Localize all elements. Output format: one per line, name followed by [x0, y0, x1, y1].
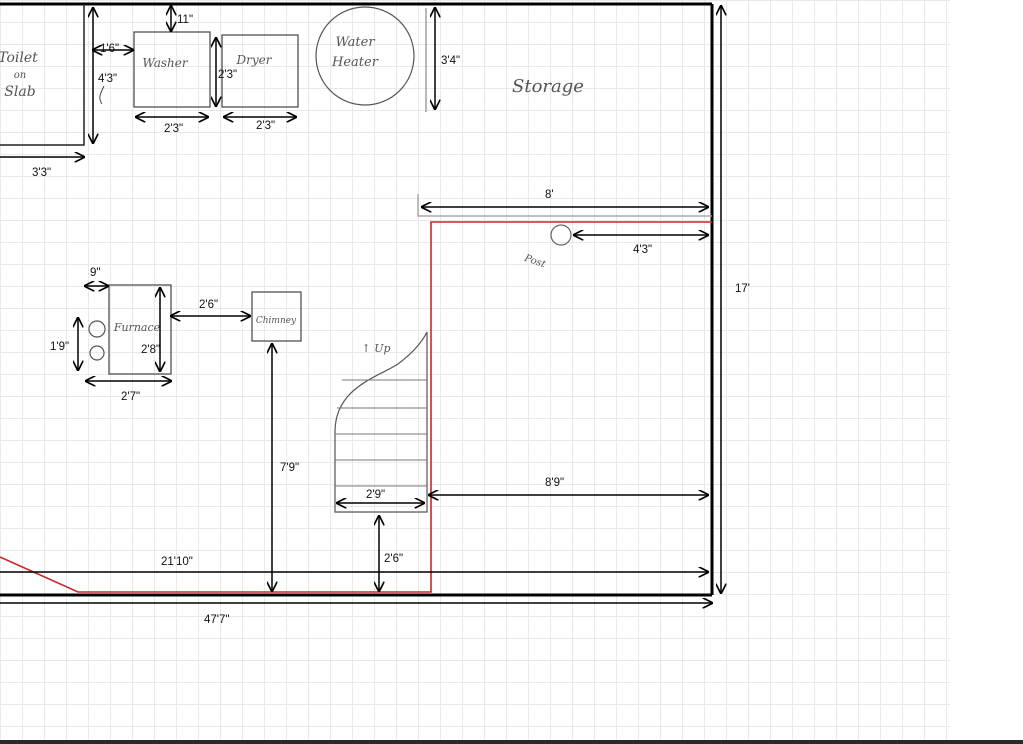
dim-washer-depth: 2'3" [218, 69, 237, 81]
dim-toilet-height: 4'3" [98, 73, 117, 85]
furnace-burner-1 [88, 320, 106, 338]
dim-dryer-width: 2'3" [256, 120, 275, 132]
toilet-room-wall [0, 4, 85, 146]
storage-label: Storage [512, 76, 584, 97]
storage-partition [417, 194, 712, 217]
toilet-curved-arrow [99, 85, 105, 105]
dim-toilet-gap: 1'6" [100, 43, 119, 55]
dim-stair-width: 2'9" [366, 489, 385, 501]
dimension-lines [0, 6, 721, 603]
post-label: Post [522, 252, 548, 270]
dim-inner-length: 21'10" [161, 556, 193, 568]
dim-chimney-drop: 7'9" [280, 462, 299, 474]
stairs-up-label: ↑ Up [361, 342, 390, 355]
chimney-label: Chimney [256, 316, 297, 326]
dim-washer-width: 2'3" [164, 123, 183, 135]
scan-edge [0, 740, 1023, 744]
red-boundary-line [0, 221, 712, 593]
dryer-label: Dryer [236, 53, 273, 67]
toilet-label-line-3: Slab [4, 84, 35, 100]
washer-label: Washer [142, 56, 188, 70]
dim-furnace-side-gap: 9" [90, 267, 100, 279]
water-heater-label-2: Heater [331, 55, 379, 70]
dim-furnace-width: 2'7" [121, 391, 140, 403]
dim-heater-gap: 3'4" [441, 55, 460, 67]
dim-toilet-width: 3'3" [32, 167, 51, 179]
chimney-box [251, 291, 302, 342]
post-circle [550, 224, 572, 246]
dim-furnace-side: 1'9" [50, 341, 69, 353]
dim-furnace-depth: 2'8" [141, 344, 160, 356]
toilet-label-line-2: on [14, 70, 26, 81]
dim-furnace-gap: 2'6" [199, 299, 218, 311]
dim-washer-top-gap: 11" [177, 14, 193, 26]
dim-total-length: 47'7" [204, 614, 229, 626]
dryer-box [221, 34, 299, 108]
dim-storage-width: 8' [545, 189, 554, 201]
dim-wall-height: 17' [735, 283, 750, 295]
paper-margin [950, 0, 1023, 744]
dim-stair-bottom: 2'6" [384, 553, 403, 565]
staircase [334, 331, 428, 513]
water-heater-label-1: Water [335, 35, 375, 50]
furnace-label: Furnace [113, 321, 161, 334]
furnace-burner-2 [89, 345, 105, 361]
water-heater-circle [315, 6, 415, 106]
dim-post-offset: 4'3" [633, 244, 652, 256]
toilet-label-line-1: Toilet [0, 50, 38, 66]
furnace-box [108, 284, 172, 375]
dim-stair-to-wall: 8'9" [545, 477, 564, 489]
